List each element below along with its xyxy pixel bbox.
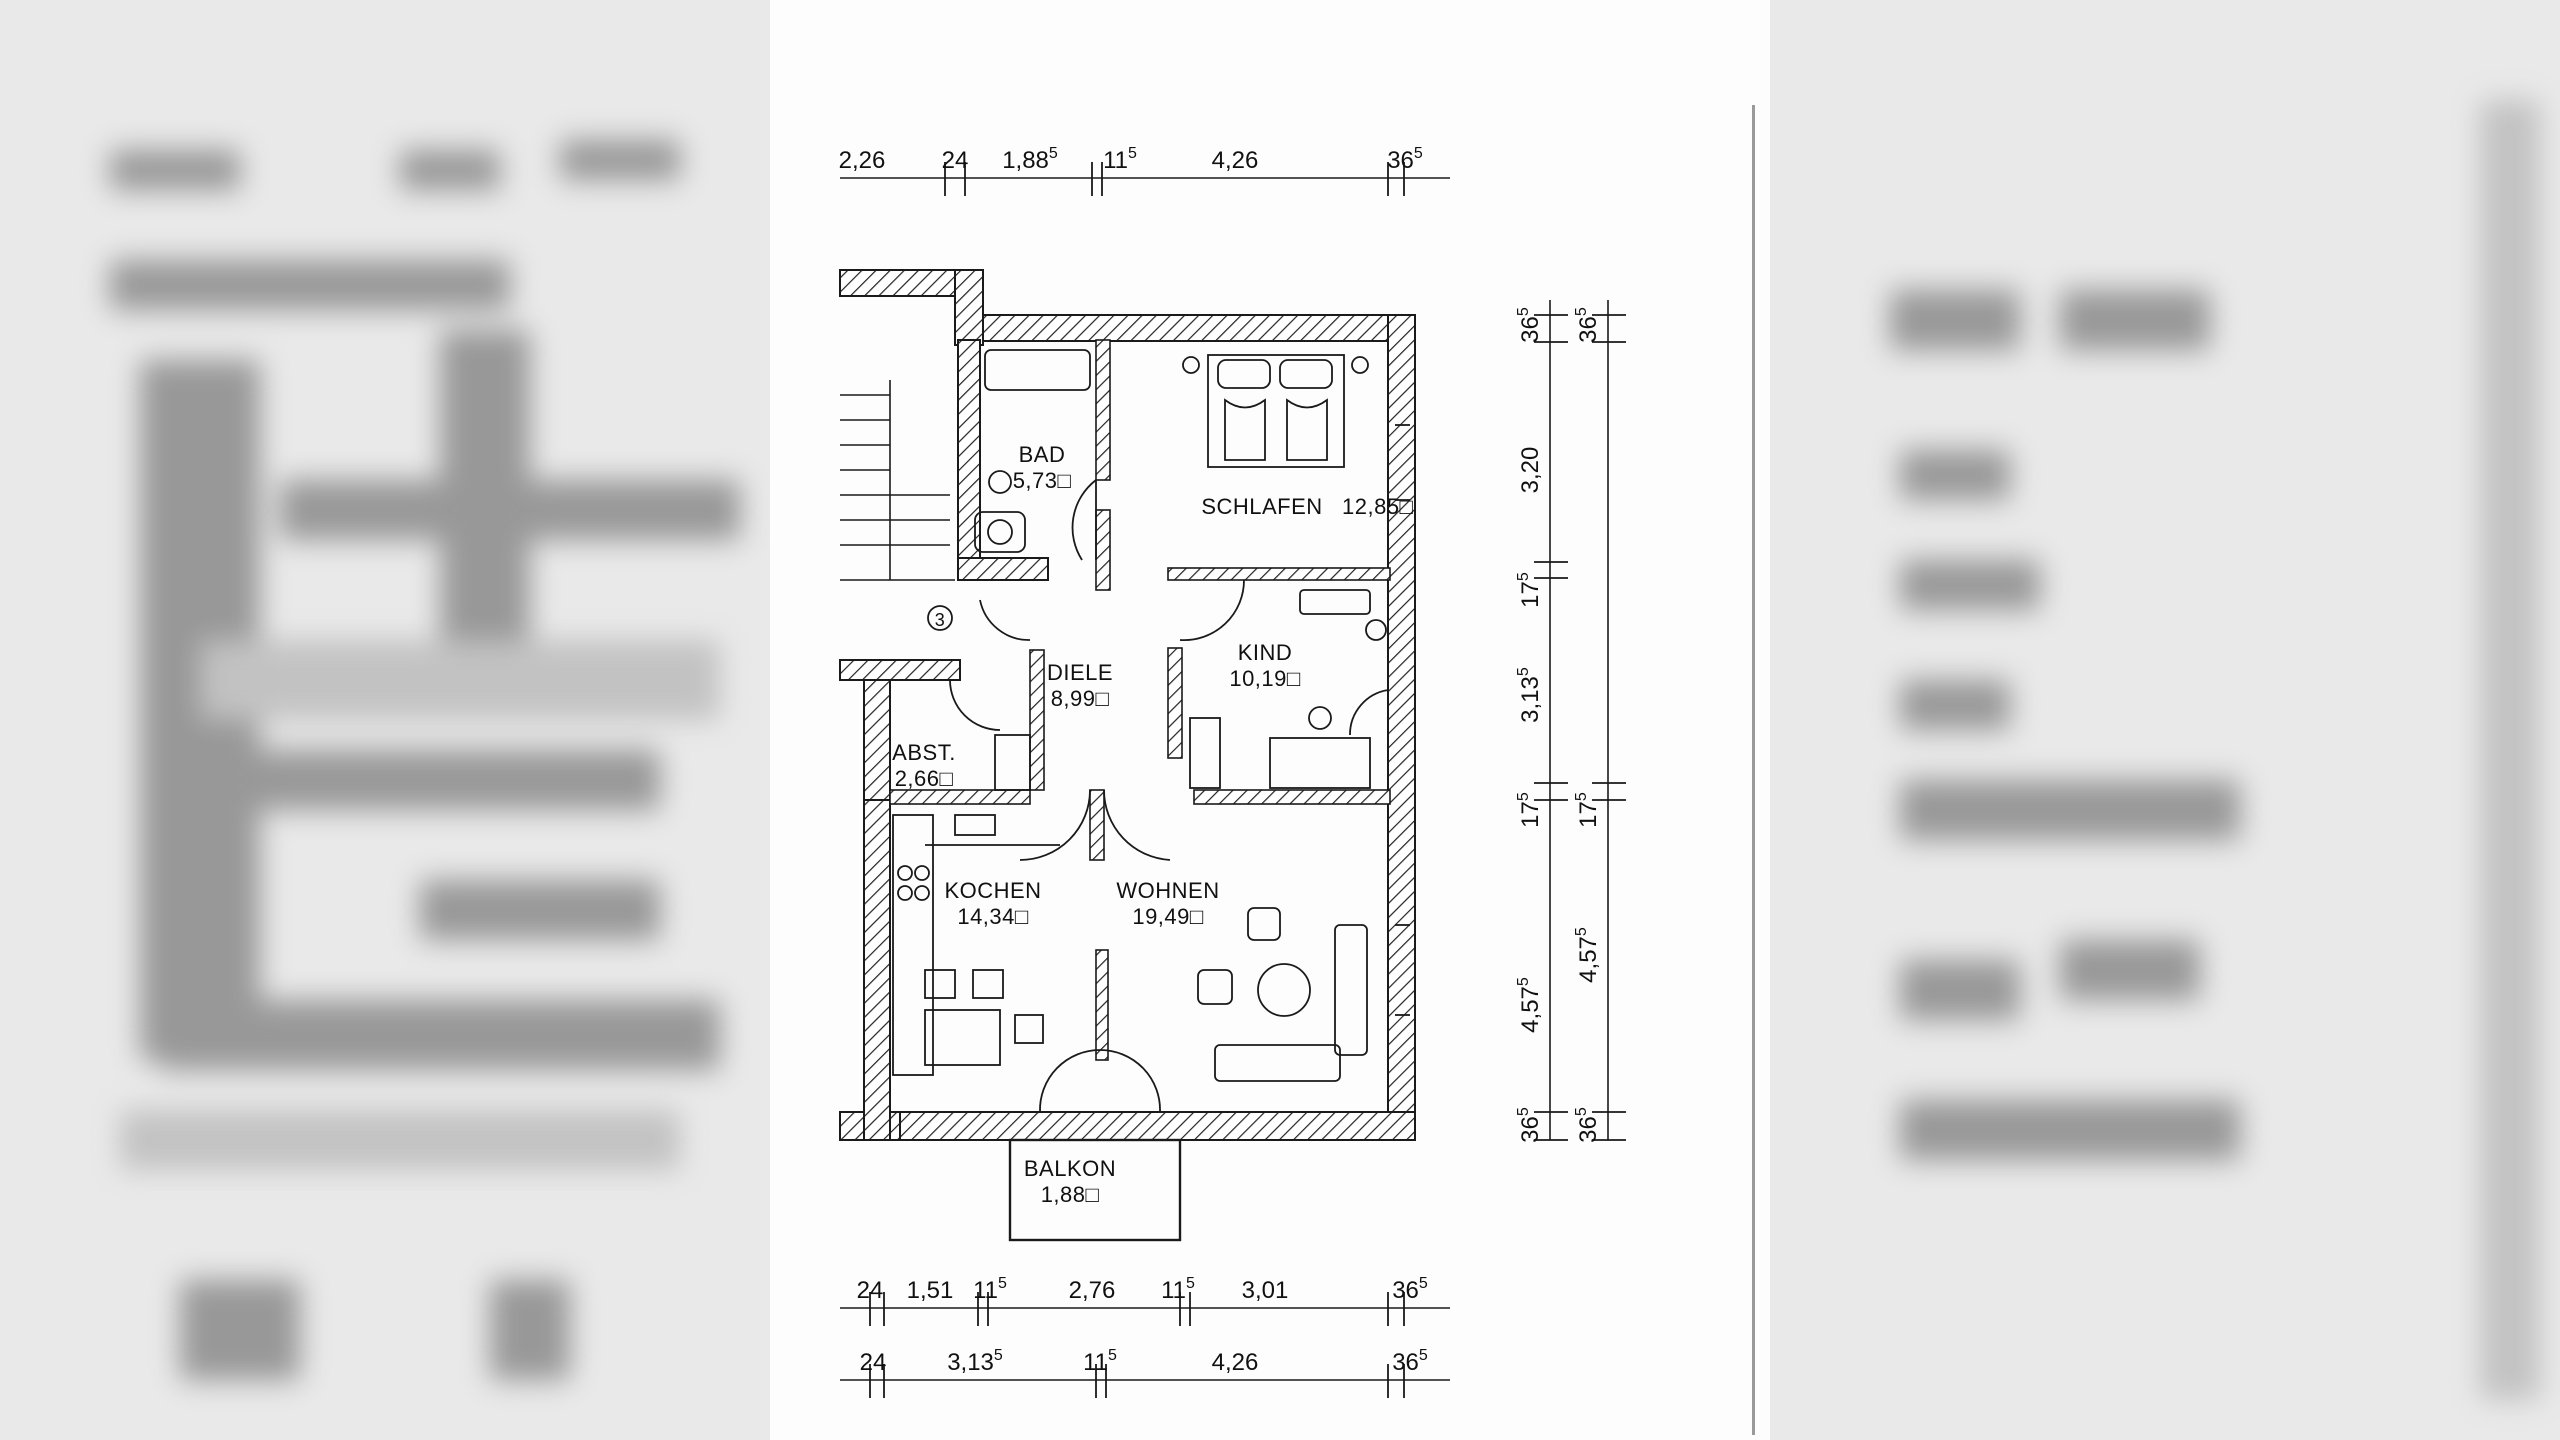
room-name-bad: BAD bbox=[1019, 442, 1066, 467]
stair-marker-number: 3 bbox=[935, 610, 946, 630]
room-name-diele: DIELE bbox=[1047, 660, 1113, 685]
balcony-outline bbox=[1008, 1138, 1182, 1242]
room-area-kind: 10,19□ bbox=[1229, 666, 1300, 691]
dimension-label: 115 bbox=[973, 1275, 1007, 1304]
dimension-label: 24 bbox=[942, 147, 969, 174]
room-name-kind: KIND bbox=[1238, 640, 1293, 665]
dimension-label: 3,135 bbox=[947, 1347, 1003, 1376]
dimensions-right-2: 365 175 4,575 365 bbox=[1573, 307, 1626, 1143]
dimension-label: 24 bbox=[857, 1277, 884, 1304]
room-name-schlafen: SCHLAFEN bbox=[1201, 494, 1322, 519]
room-area-balkon: 1,88□ bbox=[1041, 1182, 1100, 1207]
dimension-label: 2,76 bbox=[1069, 1277, 1116, 1304]
dimension-label: 365 bbox=[1515, 1107, 1544, 1143]
dimension-label: 365 bbox=[1573, 1107, 1602, 1143]
dimensions-bottom-2: 24 3,135 115 4,26 365 bbox=[860, 1347, 1428, 1398]
dimension-label: 365 bbox=[1392, 1275, 1428, 1304]
dimension-label: 2,26 bbox=[839, 147, 886, 174]
doors bbox=[949, 479, 1389, 1113]
room-area-abst: 2,66□ bbox=[895, 766, 954, 791]
stair bbox=[840, 380, 955, 581]
exterior-walls bbox=[839, 269, 1416, 1141]
dimension-label: 115 bbox=[1103, 145, 1137, 174]
dimension-label: 4,575 bbox=[1515, 977, 1544, 1033]
dimension-label: 365 bbox=[1515, 307, 1544, 343]
room-area-wohnen: 19,49□ bbox=[1132, 904, 1203, 929]
dimension-label: 115 bbox=[1161, 1275, 1195, 1304]
stair-marker-circle bbox=[927, 605, 953, 631]
dimension-label: 1,51 bbox=[907, 1277, 954, 1304]
dimension-label: 3,01 bbox=[1242, 1277, 1289, 1304]
room-name-kochen: KOCHEN bbox=[944, 878, 1041, 903]
room-area-schlafen: 12,85□ bbox=[1342, 494, 1413, 519]
dimension-lines bbox=[840, 177, 1609, 1381]
dimensions-right-1: 365 3,20 175 3,135 175 4,575 365 bbox=[1515, 307, 1568, 1143]
furniture bbox=[892, 349, 1410, 1082]
room-area-kochen: 14,34□ bbox=[957, 904, 1028, 929]
sheet-edge-line bbox=[1752, 105, 1755, 1435]
dimension-label: 4,26 bbox=[1212, 147, 1259, 174]
dimension-label: 4,575 bbox=[1573, 927, 1602, 983]
room-name-wohnen: WOHNEN bbox=[1116, 878, 1219, 903]
dimensions-top: 2,26 24 1,885 115 4,26 365 bbox=[839, 145, 1423, 196]
dimension-label: 365 bbox=[1387, 145, 1423, 174]
dimension-label: 115 bbox=[1083, 1347, 1117, 1376]
dimension-label: 175 bbox=[1573, 792, 1602, 828]
dimension-label: 175 bbox=[1515, 792, 1544, 828]
dimension-label: 365 bbox=[1573, 307, 1602, 343]
dimension-label: 4,26 bbox=[1212, 1349, 1259, 1376]
dimension-label: 3,20 bbox=[1517, 447, 1544, 494]
interior-walls bbox=[889, 339, 1391, 1061]
dimension-label: 24 bbox=[860, 1349, 887, 1376]
dimensions-bottom-1: 24 1,51 115 2,76 115 3,01 365 bbox=[857, 1275, 1428, 1326]
room-area-diele: 8,99□ bbox=[1051, 686, 1110, 711]
room-area-bad: 5,73□ bbox=[1013, 468, 1072, 493]
dimension-label: 1,885 bbox=[1002, 145, 1058, 174]
floor-plan-sheet bbox=[770, 0, 1770, 1440]
dimension-label: 175 bbox=[1515, 572, 1544, 608]
room-name-balkon: BALKON bbox=[1024, 1156, 1116, 1181]
room-name-abst: ABST. bbox=[892, 740, 956, 765]
dimension-label: 3,135 bbox=[1515, 667, 1544, 723]
dimension-label: 365 bbox=[1392, 1347, 1428, 1376]
